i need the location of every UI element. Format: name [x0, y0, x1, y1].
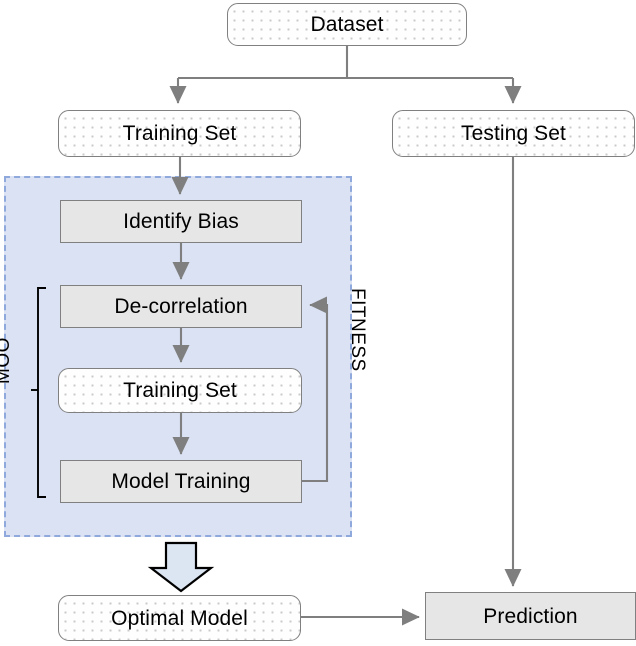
node-training-set-top-label: Training Set — [122, 122, 237, 145]
node-testing-set-label: Testing Set — [461, 122, 566, 145]
node-de-correlation-label: De-correlation — [114, 295, 248, 318]
node-prediction[interactable]: Prediction — [425, 592, 636, 640]
node-de-correlation[interactable]: De-correlation — [60, 285, 302, 328]
node-optimal-model-label: Optimal Model — [111, 606, 248, 630]
node-model-training[interactable]: Model Training — [60, 460, 302, 503]
node-training-set-inner-label: Training Set — [123, 379, 237, 402]
node-identify-bias[interactable]: Identify Bias — [60, 200, 302, 243]
node-optimal-model[interactable]: Optimal Model — [58, 595, 301, 641]
node-prediction-label: Prediction — [483, 604, 578, 628]
block-arrow-down — [147, 541, 215, 593]
node-dataset-label: Dataset — [310, 13, 384, 36]
fitness-label: FITNESS — [347, 288, 368, 372]
moo-label: MOO — [0, 337, 14, 384]
node-testing-set[interactable]: Testing Set — [392, 110, 635, 157]
node-dataset[interactable]: Dataset — [227, 3, 467, 46]
node-training-set-top[interactable]: Training Set — [58, 110, 301, 157]
node-training-set-inner[interactable]: Training Set — [58, 368, 302, 413]
node-identify-bias-label: Identify Bias — [123, 210, 239, 233]
node-model-training-label: Model Training — [111, 470, 251, 493]
